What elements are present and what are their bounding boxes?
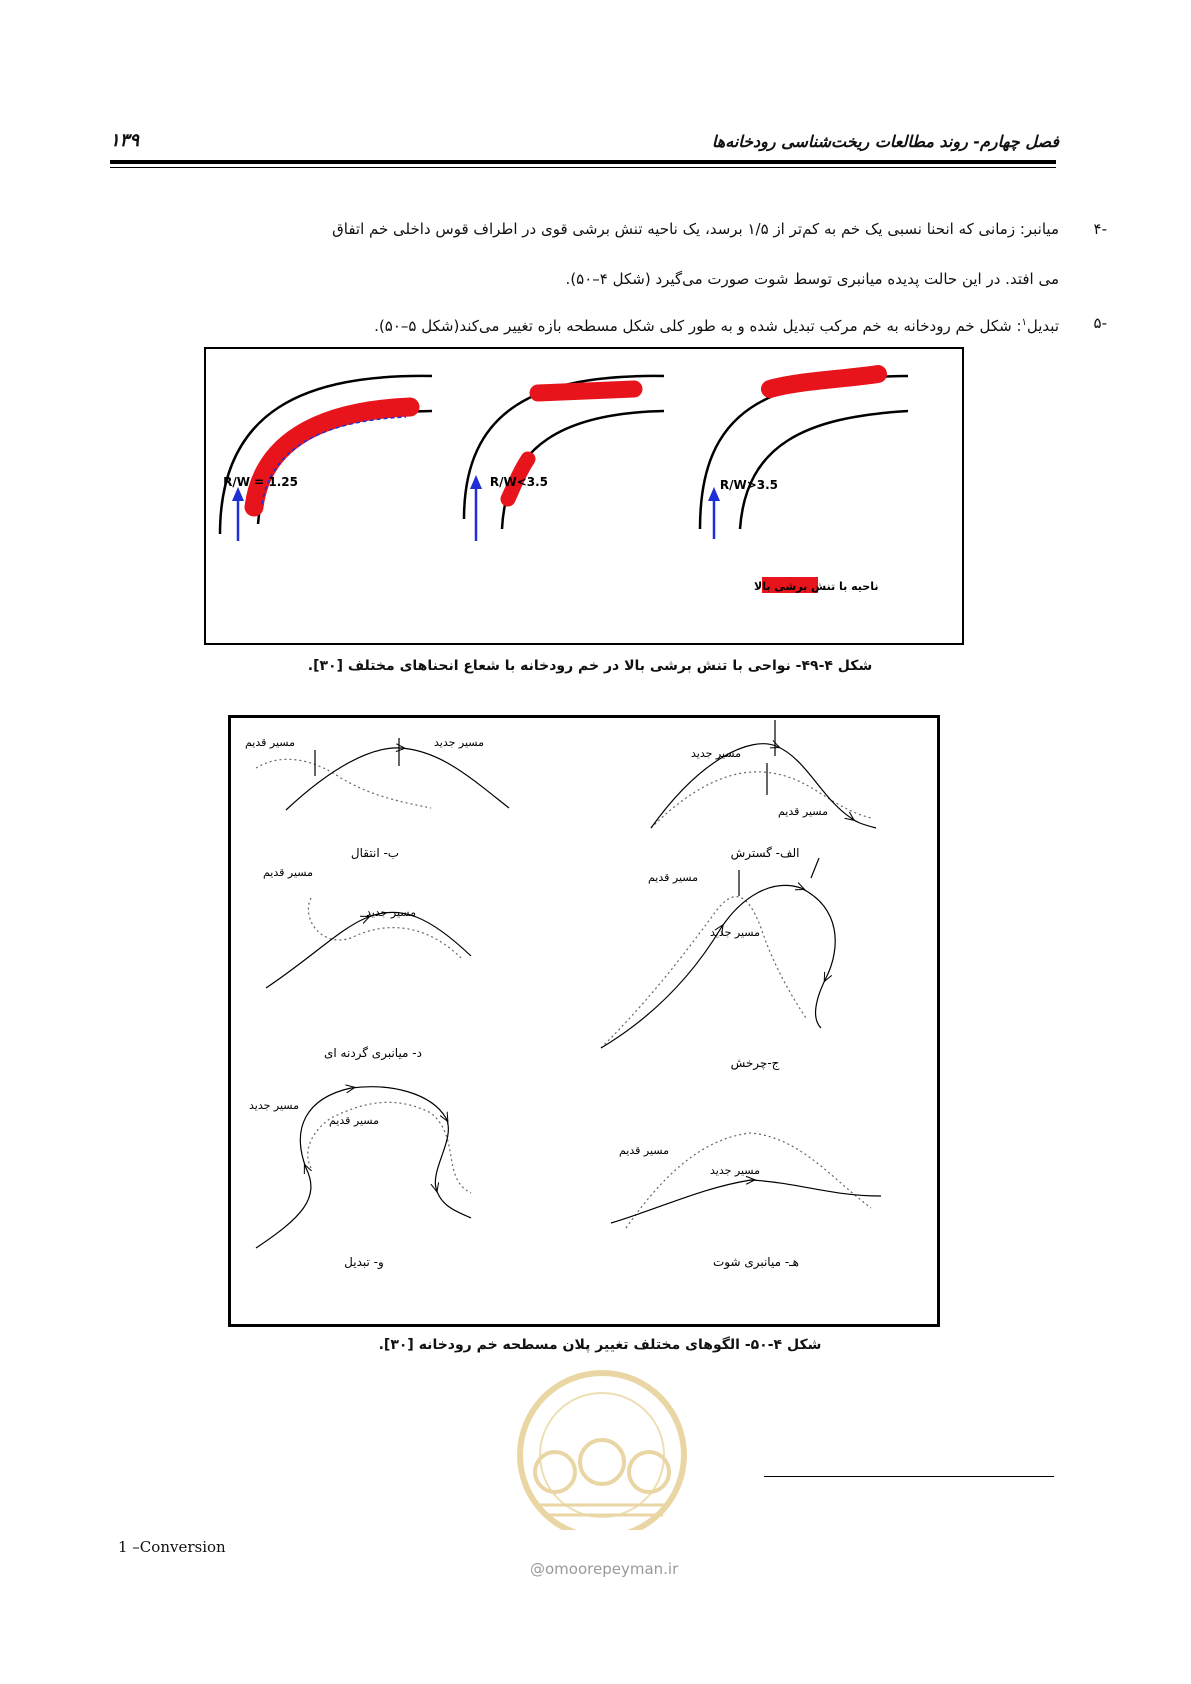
panel-chute-cutoff: مسیر قدیم مسیر جدید هـ- میانبری شوت <box>610 1132 882 1270</box>
panel-translation: مسیر قدیم مسیر جدید ب- انتقال <box>245 736 510 860</box>
bend-3-banks <box>698 374 909 530</box>
neck-old-label: مسیر قدیم <box>263 866 313 879</box>
panel-conversion: مسیر جدید مسیر قدیم و- تبدیل <box>249 1087 472 1270</box>
item-5-number: -۵ <box>1093 314 1107 332</box>
watermark-site: @omoorepeyman.ir <box>530 1560 679 1578</box>
label-rw-1: R/W = 1.25 <box>223 475 298 489</box>
figure-50-caption: شکل ۴-۵۰- الگوهای مختلف تغییر پلان مسطحه… <box>378 1337 822 1353</box>
label-rw-2: R/W<3.5 <box>490 475 548 489</box>
neck-new-label: مسیر جدید <box>366 906 416 919</box>
item-5-text-after: : شکل خم رودخانه به خم مرکب تبدیل شده و … <box>374 317 1022 335</box>
trans-old-label: مسیر قدیم <box>245 736 295 749</box>
footnote-marker: ۱ <box>1021 317 1027 328</box>
panel-neck-cutoff-label: د- میانبری گردنه ای <box>324 1046 422 1061</box>
ext-old-label: مسیر قدیم <box>778 805 828 818</box>
figure-50: مسیر جدید مسیر قدیم الف- گسترش مسیر قدیم… <box>228 715 940 1327</box>
item-4-line-2: می افتد. در این حالت پدیده میانبری توسط … <box>113 264 1059 294</box>
legend-swatch <box>762 577 818 593</box>
flow-arrows <box>232 475 720 541</box>
header-rule-thick <box>110 160 1056 164</box>
rot-new-label: مسیر جدید <box>710 926 760 939</box>
item-4-text-2: می افتد. در این حالت پدیده میانبری توسط … <box>565 270 1059 288</box>
conv-old-label: مسیر قدیم <box>329 1114 379 1127</box>
figure-50-drawing: مسیر جدید مسیر قدیم الف- گسترش مسیر قدیم… <box>245 720 882 1270</box>
item-5: -۵ تبدیل۱: شکل خم رودخانه به خم مرکب تبد… <box>179 308 1107 341</box>
panel-rotation: مسیر قدیم مسیر جدید ج-چرخش <box>600 857 836 1071</box>
panel-translation-label: ب- انتقال <box>351 846 399 860</box>
header-rule-thin <box>110 167 1056 168</box>
bend-1-inner-trace <box>261 416 407 505</box>
item-4-number: -۴ <box>1093 220 1107 238</box>
figure-49-drawing: R/W = 1.25 R/W<3.5 R/W>3.5 ناحیه با تنش … <box>218 365 909 593</box>
conv-new-label: مسیر جدید <box>249 1099 299 1112</box>
figure-49: R/W = 1.25 R/W<3.5 R/W>3.5 ناحیه با تنش … <box>204 347 964 645</box>
panel-extension-label: الف- گسترش <box>731 846 800 861</box>
watermark-logo <box>517 1370 687 1530</box>
label-rw-3: R/W>3.5 <box>720 478 778 492</box>
panel-extension: مسیر جدید مسیر قدیم الف- گسترش <box>650 720 877 861</box>
panel-rotation-label: ج-چرخش <box>731 1056 780 1071</box>
chute-old-label: مسیر قدیم <box>619 1144 669 1157</box>
rot-old-label: مسیر قدیم <box>648 871 698 884</box>
trans-new-label: مسیر جدید <box>434 736 484 749</box>
item-4-line-1: -۴ میانبر: زمانی که انحنا نسبی یک خم به … <box>113 214 1107 244</box>
item-4-text-1: میانبر: زمانی که انحنا نسبی یک خم به کم‌… <box>332 220 1059 238</box>
figure-49-caption: شکل ۴-۴۹- نواحی با تنش برشی بالا در خم ر… <box>307 658 873 674</box>
ext-new-label: مسیر جدید <box>691 747 741 760</box>
bend-2-outer-stress-zone <box>529 380 643 402</box>
panel-chute-cutoff-label: هـ- میانبری شوت <box>713 1255 799 1270</box>
panel-neck-cutoff: مسیر قدیم مسیر جدید د- میانبری گردنه ای <box>263 866 472 1061</box>
panel-conversion-label: و- تبدیل <box>344 1255 384 1270</box>
chute-new-label: مسیر جدید <box>710 1164 760 1177</box>
bend-1-stress-zone <box>244 397 420 517</box>
bend-2-inner-stress-zone <box>500 451 536 507</box>
item-5-text-before: تبدیل <box>1026 317 1059 335</box>
bend-3-outer-stress-zone <box>761 365 887 398</box>
chapter-title: فصل چهارم- روند مطالعات ریخت‌شناسی رودخا… <box>711 132 1059 151</box>
footnote: 1 –Conversion <box>118 1538 226 1556</box>
page-number: ۱۳۹ <box>110 130 140 151</box>
footnote-rule <box>764 1476 1054 1477</box>
legend-label: ناحیه با تنش برشی بالا <box>754 580 878 593</box>
